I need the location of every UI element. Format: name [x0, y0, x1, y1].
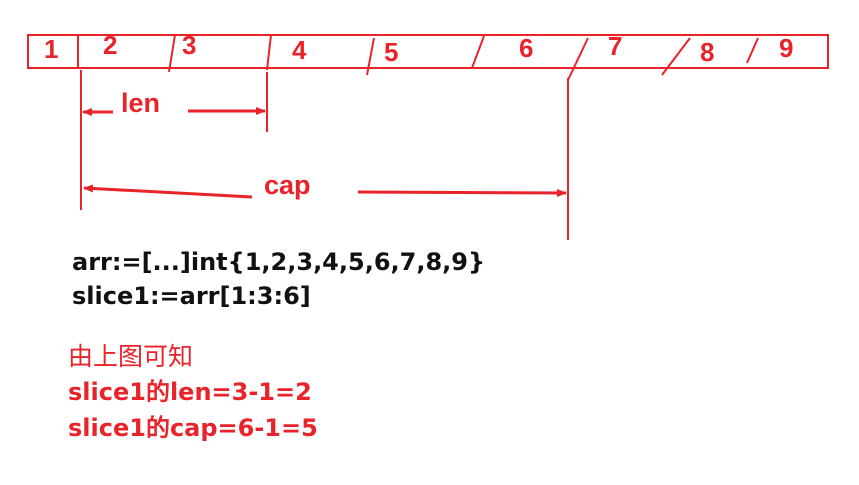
- cell-2: 2: [103, 30, 117, 60]
- extension-lines: [80, 70, 569, 240]
- divider-2: [168, 34, 176, 73]
- note-title: 由上图可知: [68, 342, 194, 371]
- cell-7: 7: [608, 31, 622, 61]
- code-block: arr:=[...]int{1,2,3,4,5,6,7,8,9} slice1:…: [72, 245, 485, 313]
- conclusion-notes: 由上图可知 slice1的len=3-1=2 slice1的cap=6-1=5: [68, 340, 318, 446]
- code-line-array: arr:=[...]int{1,2,3,4,5,6,7,8,9}: [72, 248, 486, 276]
- cell-1: 1: [44, 34, 58, 64]
- cap-right-arrow: [357, 188, 567, 197]
- len-dimension: [82, 107, 266, 116]
- divider-6: [567, 37, 589, 81]
- divider-4: [366, 37, 375, 76]
- cell-dividers: [77, 34, 759, 81]
- cell-3: 3: [182, 30, 196, 60]
- code-line-slice: slice1:=arr[1:3:6]: [72, 282, 311, 310]
- cap-dimension: [83, 184, 567, 199]
- note-cap: slice1的cap=6-1=5: [68, 414, 318, 442]
- array-outline: [27, 34, 829, 69]
- cell-6: 6: [519, 33, 533, 63]
- divider-7: [661, 37, 691, 76]
- divider-5: [471, 35, 485, 69]
- cap-left-arrow: [83, 184, 253, 199]
- cell-8: 8: [700, 37, 714, 67]
- divider-8: [746, 37, 759, 64]
- cell-9: 9: [779, 33, 793, 63]
- cell-5: 5: [384, 37, 398, 67]
- cell-4: 4: [292, 35, 307, 65]
- len-label: len: [121, 88, 160, 118]
- note-len: slice1的len=3-1=2: [68, 378, 312, 406]
- cap-label: cap: [264, 170, 311, 200]
- divider-3: [266, 34, 272, 71]
